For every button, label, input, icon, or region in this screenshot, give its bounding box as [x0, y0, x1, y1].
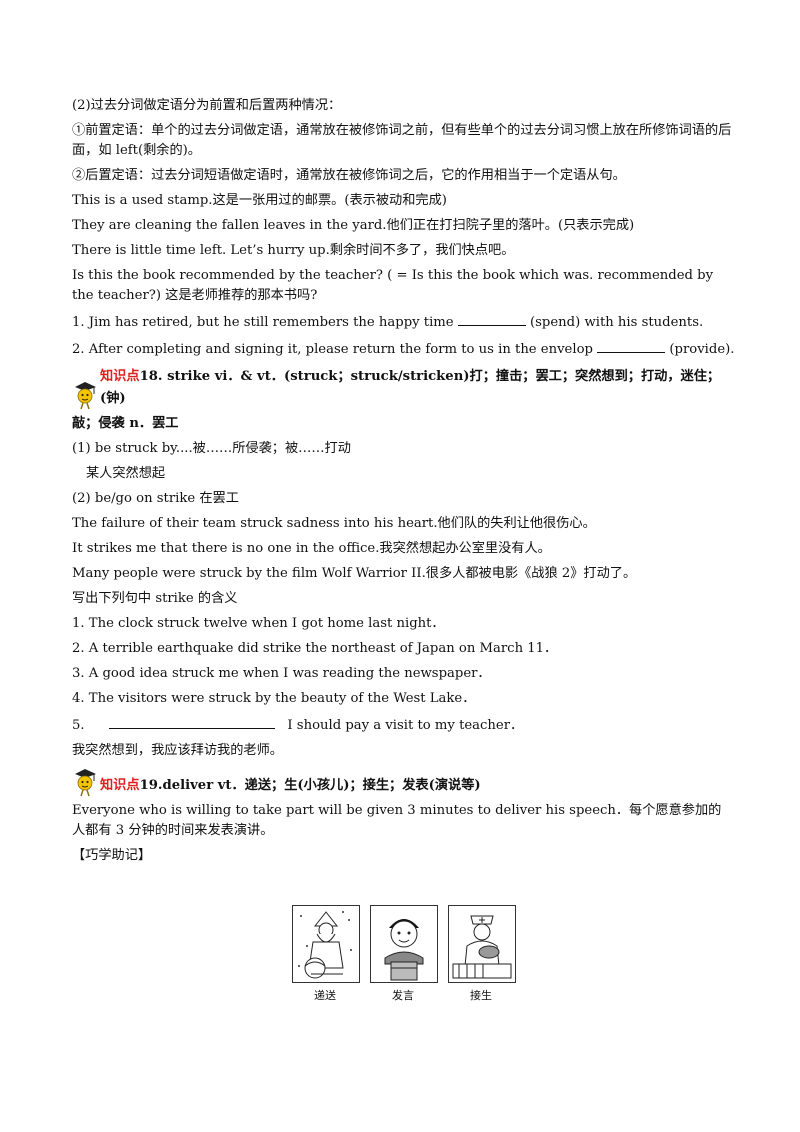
- knowledge-point-title: 19.deliver vt．递送；生(小孩儿)；接生；发表(演说等): [139, 778, 481, 793]
- text-line: 某人突然想起: [86, 466, 166, 481]
- text-line: It strikes me that there is no one in th…: [72, 541, 551, 556]
- text-line: Many people were struck by the film Wolf…: [72, 566, 637, 581]
- text-line: (2)过去分词做定语分为前置和后置两种情况：: [72, 98, 342, 113]
- nurse-delivering-baby-illustration: [448, 905, 516, 983]
- knowledge-point-18-heading: 知识点18. strike vi．& vt．(struck；struck/str…: [72, 366, 732, 410]
- text-line: 3. A good idea struck me when I was read…: [72, 666, 491, 681]
- boy-speaking-illustration: [370, 905, 438, 983]
- knowledge-point-title: 18. strike vi．& vt．(struck；struck/strick…: [100, 369, 721, 406]
- text-line: 2. A terrible earthquake did strike the …: [72, 641, 558, 656]
- text-line: The failure of their team struck sadness…: [72, 516, 596, 531]
- text-line: (1) be struck by....被……所侵袭；被……打动: [72, 441, 351, 456]
- illustration-caption: 发言: [392, 989, 414, 1002]
- text-line: (2) be/go on strike 在罢工: [72, 491, 239, 506]
- text-line: 我突然想到，我应该拜访我的老师。: [72, 743, 283, 758]
- text-line: 写出下列句中 strike 的含义: [72, 591, 238, 606]
- text-line: There is little time left. Let’s hurry u…: [72, 243, 515, 258]
- exercise-line: 5. I should pay a visit to my teacher．: [72, 714, 732, 736]
- exercise-text: (spend) with his students.: [530, 315, 704, 330]
- knowledge-point-tag: 知识点: [100, 369, 140, 384]
- mascot-graduate-icon: [75, 769, 96, 797]
- illustration-strip: 递送 发言 接生: [292, 905, 516, 1005]
- text-line: ②后置定语：过去分词短语做定语时，通常放在被修饰词之后，它的作用相当于一个定语从…: [72, 168, 626, 183]
- text-line: This is a used stamp.这是一张用过的邮票。(表示被动和完成): [72, 193, 447, 208]
- text-line: Everyone who is willing to take part wil…: [72, 803, 722, 838]
- answer-blank[interactable]: [597, 338, 666, 353]
- exercise-text: 5.: [72, 718, 85, 733]
- knowledge-point-tag: 知识点: [100, 778, 140, 793]
- santa-delivering-illustration: [292, 905, 360, 983]
- exercise-text: 2. After completing and signing it, plea…: [72, 342, 593, 357]
- document-body: (2)过去分词做定语分为前置和后置两种情况： ①前置定语：单个的过去分词做定语，…: [72, 96, 735, 871]
- text-line: 4. The visitors were struck by the beaut…: [72, 691, 476, 706]
- answer-blank[interactable]: [109, 714, 275, 729]
- memo-heading: 【巧学助记】: [72, 848, 152, 863]
- text-line: Is this the book recommended by the teac…: [72, 268, 714, 303]
- exercise-line: 1. Jim has retired, but he still remembe…: [72, 311, 732, 333]
- exercise-text: (provide).: [669, 342, 735, 357]
- exercise-text: I should pay a visit to my teacher．: [287, 718, 524, 733]
- illustration-caption: 递送: [314, 989, 336, 1002]
- text-line: 1. The clock struck twelve when I got ho…: [72, 616, 445, 631]
- illustration-caption: 接生: [470, 989, 492, 1002]
- knowledge-point-19-heading: 知识点19.deliver vt．递送；生(小孩儿)；接生；发表(演说等): [72, 767, 732, 797]
- text-line: They are cleaning the fallen leaves in t…: [72, 218, 635, 233]
- answer-blank[interactable]: [457, 311, 526, 326]
- exercise-line: 2. After completing and signing it, plea…: [72, 338, 735, 360]
- mascot-graduate-icon: [75, 382, 96, 410]
- text-line: ①前置定语：单个的过去分词做定语，通常放在被修饰词之前，但有些单个的过去分词习惯…: [72, 123, 732, 158]
- knowledge-point-title-cont: 敲；侵袭 n．罢工: [72, 416, 179, 431]
- exercise-text: 1. Jim has retired, but he still remembe…: [72, 315, 454, 330]
